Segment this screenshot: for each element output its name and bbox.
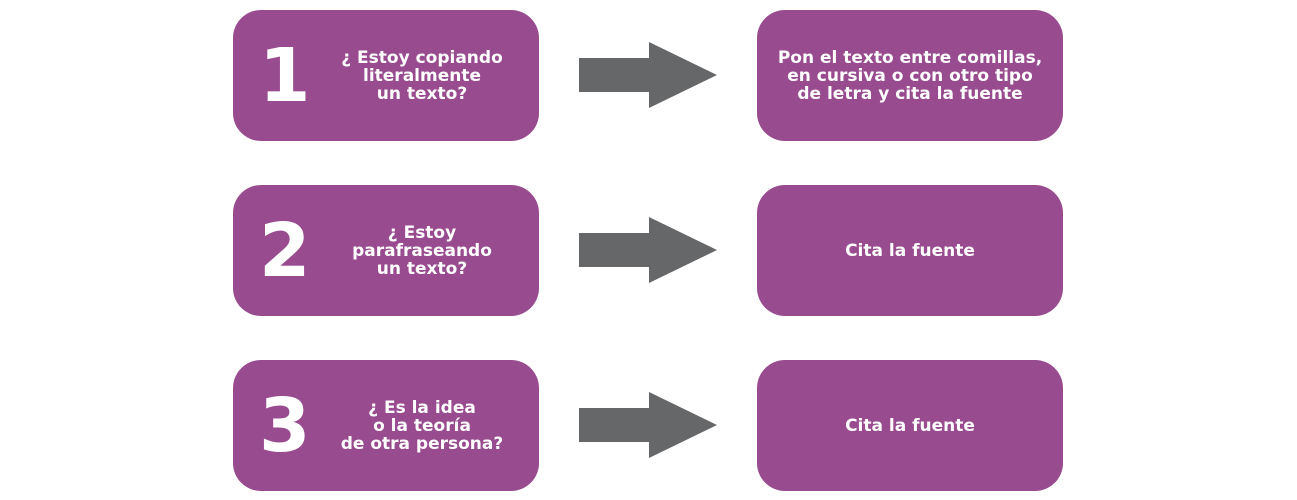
flow-row-3: 3 ¿ Es la idea o la teoría de otra perso… [0, 360, 1297, 491]
question-text-2: ¿ Estoy parafraseando un texto? [352, 222, 492, 279]
answer-text-3: Cita la fuente [845, 415, 975, 436]
right-arrow-icon [579, 392, 717, 458]
question-text-3: ¿ Es la idea o la teoría de otra persona… [340, 397, 504, 454]
question-box-1: 1 ¿ Estoy copiando literalmente un texto… [233, 10, 539, 141]
question-box-3: 3 ¿ Es la idea o la teoría de otra perso… [233, 360, 539, 491]
step-number-1: 1 [259, 32, 311, 119]
answer-text-1: Pon el texto entre comillas, en cursiva … [777, 47, 1043, 104]
flow-row-2: 2 ¿ Estoy parafraseando un texto? Cita l… [0, 185, 1297, 316]
question-text-1: ¿ Estoy copiando literalmente un texto? [341, 47, 503, 104]
step-number-2: 2 [259, 207, 311, 294]
step-number-3: 3 [259, 382, 311, 469]
answer-text-2: Cita la fuente [845, 240, 975, 261]
right-arrow-icon [579, 217, 717, 283]
right-arrow-icon [579, 42, 717, 108]
question-box-2: 2 ¿ Estoy parafraseando un texto? [233, 185, 539, 316]
answer-box-3: Cita la fuente [757, 360, 1063, 491]
answer-box-2: Cita la fuente [757, 185, 1063, 316]
answer-box-1: Pon el texto entre comillas, en cursiva … [757, 10, 1063, 141]
flow-row-1: 1 ¿ Estoy copiando literalmente un texto… [0, 10, 1297, 141]
